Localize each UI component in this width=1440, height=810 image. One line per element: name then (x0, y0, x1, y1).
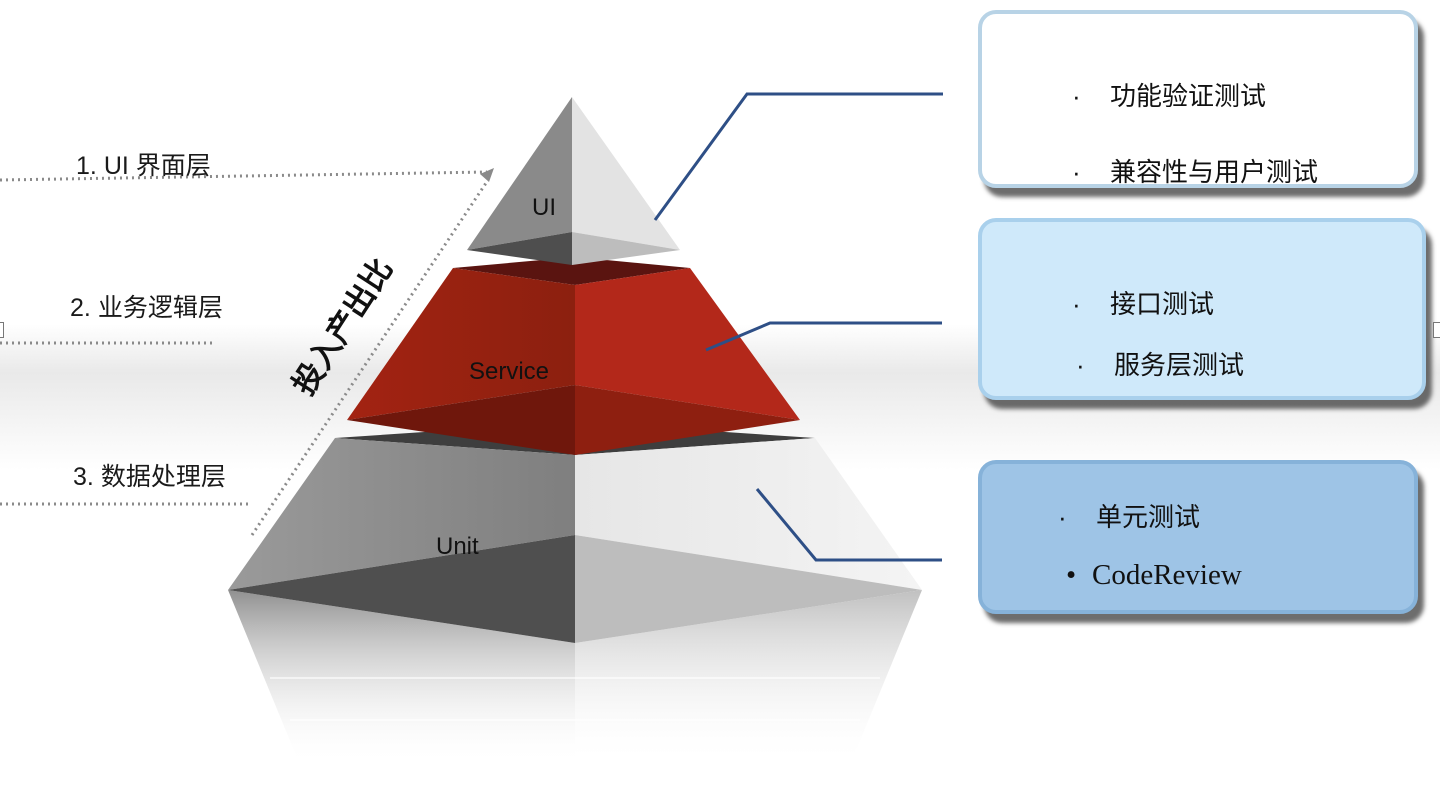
list-item: · 兼容性与用户测试 (1072, 152, 1318, 189)
service-tests-box (978, 218, 1426, 400)
list-item-text: 功能验证测试 (1110, 81, 1267, 111)
unit-tests-box (978, 460, 1418, 614)
resize-handle-right[interactable] (1433, 322, 1440, 338)
service-tier (347, 257, 800, 455)
list-item-text: CodeReview (1092, 559, 1242, 591)
tier-label-ui: UI (532, 194, 556, 221)
bullet-marker: · (1058, 502, 1067, 532)
ui-tests-box (978, 10, 1418, 188)
bullet-marker: · (1076, 350, 1085, 380)
layer-number: 2. (70, 294, 91, 322)
connector-lines (653, 92, 943, 562)
layer-name: 数据处理层 (100, 463, 226, 491)
list-item: · 功能验证测试 (1072, 76, 1266, 113)
layer-name: 业务逻辑层 (97, 294, 223, 322)
layer-label-data: 3. 数据处理层 (73, 461, 226, 493)
list-item: · 单元测试 (1058, 497, 1200, 534)
layer-name: UI 界面层 (103, 152, 211, 180)
list-item: · 接口测试 (1072, 284, 1214, 321)
ui-tier (467, 97, 680, 265)
layer-label-ui: 1. UI 界面层 (76, 150, 211, 182)
tier-label-service: Service (469, 358, 550, 385)
resize-handle-left[interactable] (0, 322, 4, 338)
list-item: · 服务层测试 (1076, 345, 1244, 382)
bullet-marker: • (1066, 559, 1077, 591)
list-item-text: 单元测试 (1096, 502, 1201, 532)
list-item: • CodeReview (1066, 559, 1242, 592)
arrow-head-icon (480, 168, 494, 182)
bullet-marker: · (1072, 81, 1081, 111)
list-item-text: 服务层测试 (1114, 350, 1245, 380)
layer-number: 3. (73, 463, 94, 491)
bullet-marker: · (1072, 289, 1081, 319)
list-item-text: 兼容性与用户测试 (1110, 157, 1319, 187)
tier-label-unit: Unit (436, 533, 479, 560)
guide-lines (0, 170, 490, 536)
layer-number: 1. (76, 152, 97, 180)
list-item-text: 接口测试 (1110, 289, 1215, 319)
bullet-marker: · (1072, 157, 1081, 187)
layer-label-business: 2. 业务逻辑层 (70, 292, 232, 324)
pyramid-reflection (228, 590, 922, 765)
